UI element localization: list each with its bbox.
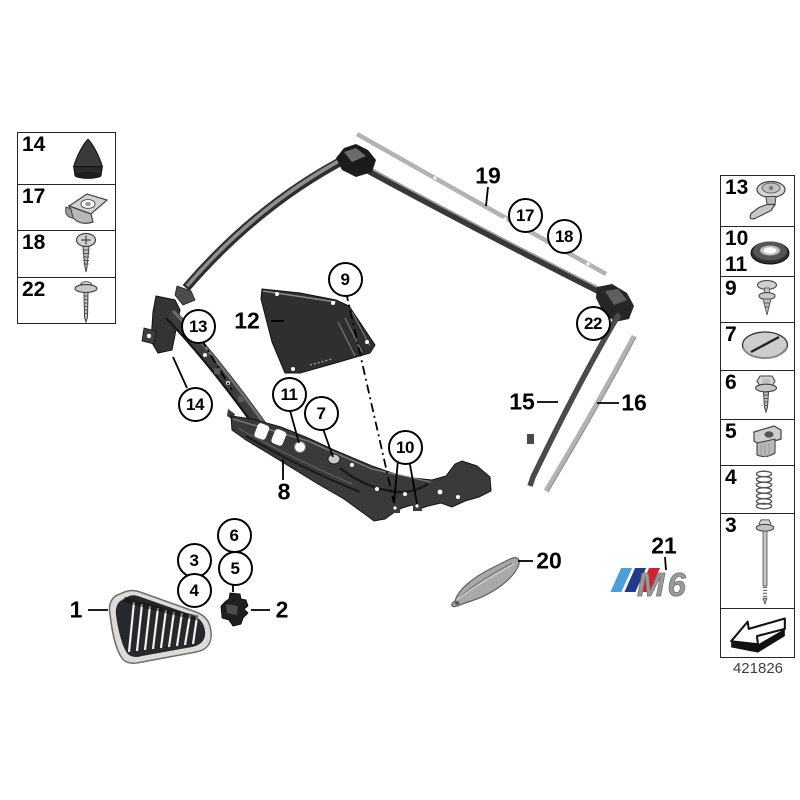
leader-lines (88, 186, 667, 611)
part-1-kidney-grille (108, 589, 212, 664)
legend-item-6[interactable]: 6 (721, 371, 794, 420)
balloon-22[interactable]: 22 (575, 305, 611, 341)
legend-item-17[interactable]: 17 (18, 185, 115, 231)
legend-item-view-direction[interactable] (721, 609, 794, 659)
legend-item-22[interactable]: 22 (18, 278, 115, 325)
part-20-side-marker (451, 557, 520, 608)
legend-item-number: 18 (22, 231, 46, 254)
rubber-buffer-icon (73, 138, 103, 179)
slotted-cover-cap-icon (741, 330, 789, 359)
balloon-7[interactable]: 7 (303, 395, 339, 431)
legend-item-10-11[interactable]: 10 11 (721, 227, 794, 277)
balloon-6[interactable]: 6 (216, 517, 252, 553)
label-21[interactable]: 21 (651, 532, 677, 559)
windshield-frame (162, 132, 634, 322)
grommet-washer-icon (750, 241, 790, 264)
long-bolt-icon (755, 519, 775, 606)
legend-item-number: 14 (22, 133, 46, 156)
legend-item-number: 5 (725, 420, 737, 443)
balloon-11[interactable]: 11 (271, 376, 307, 412)
legend-right-box: 13 10 11 9 (720, 175, 795, 658)
part-16-apillar-trim-outer (543, 334, 637, 493)
direction-arrow-icon (729, 617, 786, 653)
legend-item-7[interactable]: 7 (721, 323, 794, 371)
legend-item-3[interactable]: 3 (721, 514, 794, 609)
label-2[interactable]: 2 (275, 596, 289, 623)
balloon-10[interactable]: 10 (387, 429, 423, 465)
self-tapping-screw-icon (75, 232, 97, 273)
balloon-14[interactable]: 14 (177, 386, 213, 422)
balloon-9[interactable]: 9 (327, 261, 363, 297)
legend-item-number: 7 (725, 323, 737, 346)
coil-spring-icon (755, 470, 773, 509)
hex-washer-screw-icon (754, 375, 778, 414)
legend-item-number: 3 (725, 514, 737, 537)
balloon-4[interactable]: 4 (176, 572, 212, 608)
badge-text: M6 (637, 566, 689, 603)
part-15-apillar-trim-inner (527, 312, 622, 487)
cage-nut-clip-icon (65, 192, 109, 224)
m-stripes-icon (610, 568, 661, 592)
legend-item-4[interactable]: 4 (721, 466, 794, 514)
legend-item-18[interactable]: 18 (18, 231, 115, 278)
spacer-bracket-icon (753, 424, 782, 457)
legend-item-number: 9 (725, 277, 737, 300)
part-2-bracket (220, 592, 249, 627)
legend-item-number: 11 (725, 253, 748, 276)
expansion-rivet-icon (756, 279, 778, 315)
legend-item-number: 17 (22, 185, 46, 208)
label-19[interactable]: 19 (475, 162, 501, 189)
legend-item-number: 13 (725, 176, 749, 199)
balloon-5[interactable]: 5 (217, 550, 253, 586)
legend-item-number: 6 (725, 371, 737, 394)
drawing-number: 421826 (732, 660, 784, 677)
legend-left-box: 14 17 18 (17, 132, 116, 324)
washer-head-screw-icon (74, 280, 98, 324)
legend-item-14[interactable]: 14 (18, 133, 115, 185)
label-8[interactable]: 8 (277, 478, 291, 505)
legend-item-number: 4 (725, 466, 737, 489)
label-20[interactable]: 20 (536, 547, 562, 574)
label-12[interactable]: 12 (234, 307, 260, 334)
label-16[interactable]: 16 (621, 389, 647, 416)
legend-item-13[interactable]: 13 (721, 176, 794, 227)
legend-item-9[interactable]: 9 (721, 277, 794, 323)
balloon-18[interactable]: 18 (546, 218, 582, 254)
quarter-turn-lock-icon (749, 180, 786, 220)
legend-item-number: 22 (22, 278, 46, 301)
part-12-cover-panel (260, 288, 376, 374)
label-1[interactable]: 1 (69, 596, 83, 623)
legend-item-5[interactable]: 5 (721, 420, 794, 466)
legend-item-number: 10 (725, 227, 749, 250)
balloon-13[interactable]: 13 (180, 308, 216, 344)
balloon-17[interactable]: 17 (507, 197, 543, 233)
part-21-m6-badge: M6 (610, 566, 689, 603)
label-15[interactable]: 15 (509, 388, 535, 415)
part-8-cowl-panel (227, 409, 492, 522)
